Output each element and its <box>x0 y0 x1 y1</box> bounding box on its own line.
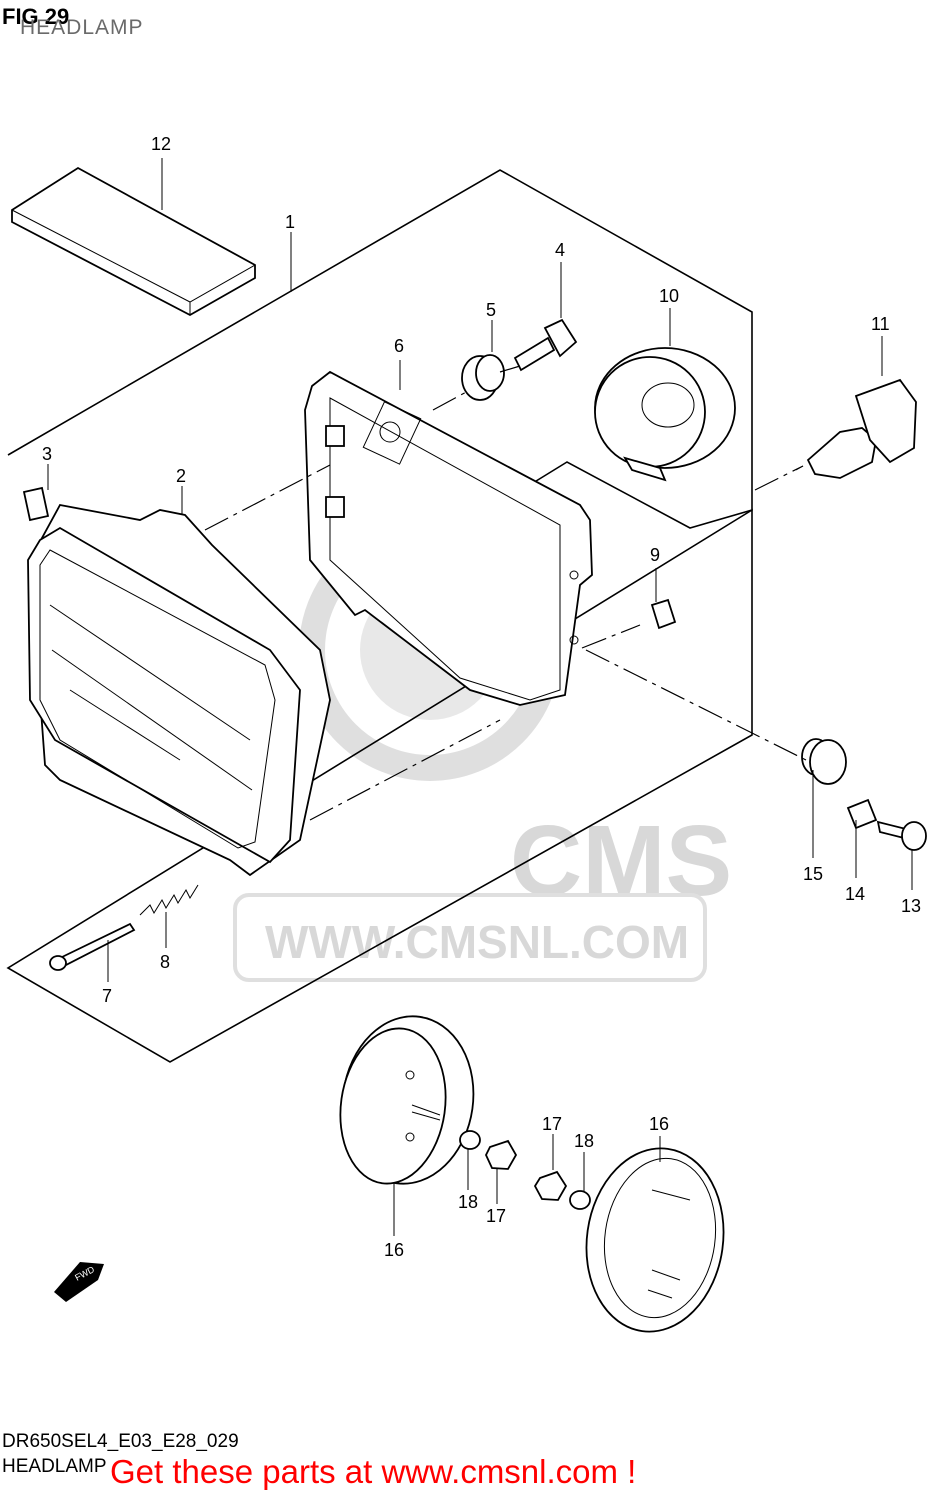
callout-18-right: 18 <box>574 1131 594 1151</box>
leader-lines <box>47 158 913 1236</box>
headlamp-unit <box>27 503 331 877</box>
fwd-badge: FWD <box>54 1262 104 1302</box>
grommet <box>461 354 505 401</box>
callout-15: 15 <box>803 864 823 884</box>
callout-5: 5 <box>486 300 496 320</box>
nut-17a <box>485 1139 518 1170</box>
adjust-screw <box>49 922 136 971</box>
promo-link[interactable]: Get these parts at www.cmsnl.com ! <box>110 1453 637 1490</box>
callout-18-left: 18 <box>458 1192 478 1212</box>
callout-8: 8 <box>160 952 170 972</box>
callout-16-right: 16 <box>649 1114 669 1134</box>
callout-2: 2 <box>176 466 186 486</box>
nut-clip-3 <box>22 486 50 522</box>
callout-7: 7 <box>102 986 112 1006</box>
callout-16-left: 16 <box>384 1240 404 1260</box>
washer-18b <box>569 1190 591 1210</box>
watermark-brand: CMS <box>510 805 732 917</box>
rim-frame <box>304 370 593 706</box>
grommet-15 <box>801 738 847 785</box>
cover-front <box>585 1147 725 1333</box>
adjust-spring <box>139 884 199 916</box>
bolt-13 <box>876 820 927 851</box>
washer-18a <box>459 1130 481 1150</box>
nut-clip-9 <box>650 598 677 630</box>
figure-number: FIG 29 <box>2 4 70 29</box>
watermark-url: WWW.CMSNL.COM <box>265 916 689 968</box>
label-plate <box>11 166 256 317</box>
callout-10: 10 <box>659 286 679 306</box>
callout-13: 13 <box>901 896 921 916</box>
callout-14: 14 <box>845 884 865 904</box>
callout-17-left: 17 <box>486 1206 506 1226</box>
callout-3: 3 <box>42 444 52 464</box>
cover-back <box>339 1015 475 1185</box>
callout-numbers: 1 2 3 4 5 6 7 8 9 10 11 12 13 14 15 16 1… <box>42 134 921 1260</box>
callout-4: 4 <box>555 240 565 260</box>
callout-1: 1 <box>285 212 295 232</box>
callout-6: 6 <box>394 336 404 356</box>
collar-14 <box>846 798 878 830</box>
callout-9: 9 <box>650 545 660 565</box>
bulb <box>795 378 917 479</box>
bolt-top <box>513 318 578 372</box>
nut-17b <box>533 1170 568 1201</box>
callout-12: 12 <box>151 134 171 154</box>
footer-title: HEADLAMP <box>2 1456 107 1477</box>
bulb-socket <box>594 347 736 482</box>
assembly-lines <box>204 365 811 821</box>
callout-17-right: 17 <box>542 1114 562 1134</box>
diagram-code: DR650SEL4_E03_E28_029 <box>2 1431 239 1452</box>
figure-title: HEADLAMP <box>20 16 144 39</box>
callout-11: 11 <box>871 314 890 334</box>
